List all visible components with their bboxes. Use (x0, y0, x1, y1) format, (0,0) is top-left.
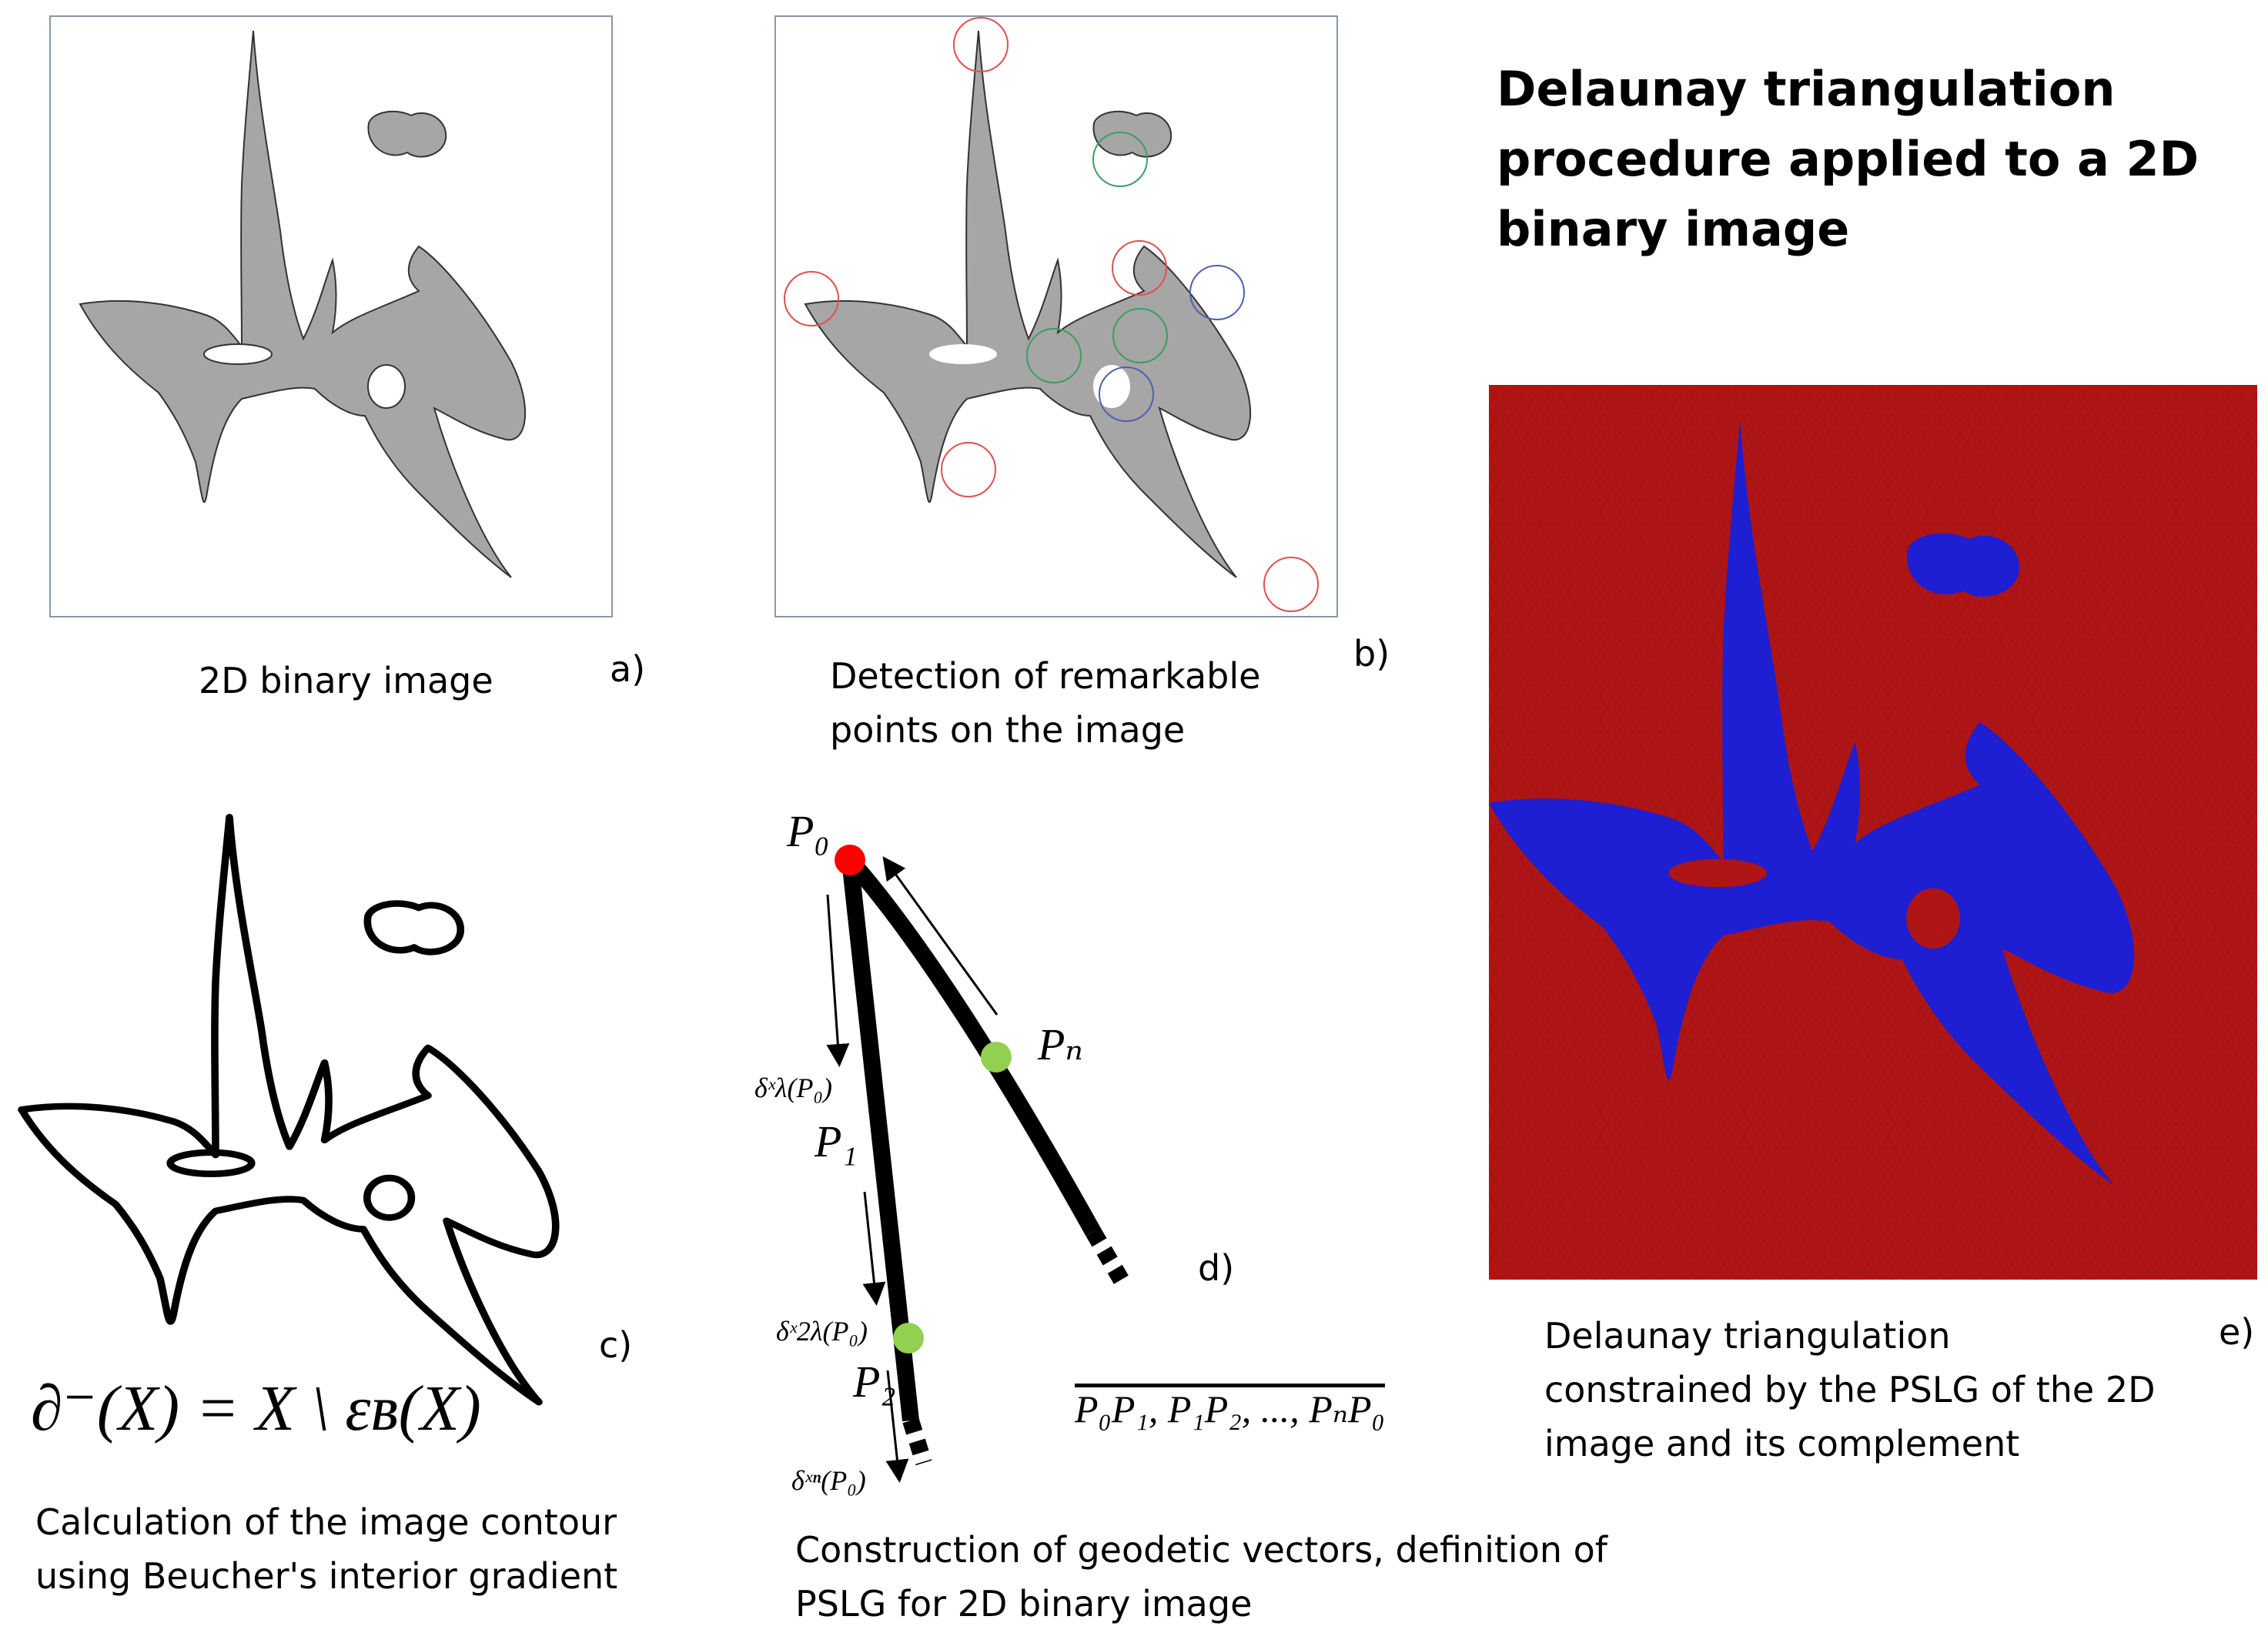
panel-c-formula: ∂⁻(X) = X \ εʙ(X) (31, 1373, 481, 1444)
remarkable-point-circle (1189, 265, 1245, 320)
panel-e-caption-line-1: Delaunay triangulation (1544, 1315, 1951, 1357)
panel-a-hole-circle (367, 364, 406, 409)
panel-b-caption-line-2: points on the image (830, 709, 1186, 751)
panel-c-circle-contour (363, 1174, 416, 1221)
panel-c-caption-line-2: using Beucher's interior gradient (35, 1555, 618, 1597)
panel-e-blob-region (1906, 533, 2020, 597)
panel-d-label: d) (1198, 1247, 1235, 1289)
remarkable-points (784, 17, 1319, 612)
panel-b-label: b) (1353, 633, 1390, 674)
panel-c-caption-line-1: Calculation of the image contour (35, 1501, 617, 1543)
panel-e-caption-line-2: constrained by the PSLG of the 2D (1544, 1369, 2156, 1410)
label-p0: P₀ (787, 806, 830, 856)
panel-c-label: c) (599, 1324, 633, 1366)
remarkable-point-circle (941, 442, 996, 497)
label-p1: P₁ (815, 1116, 858, 1166)
title-line-1: Delaunay triangulation (1497, 61, 2116, 117)
panel-e-triangulation-image (1489, 385, 2257, 1280)
title-line-2: procedure applied to a 2D (1497, 131, 2199, 187)
contour-right-branch (843, 854, 1101, 1236)
panel-d-caption-line-2: PSLG for 2D binary image (795, 1583, 1253, 1625)
panel-b-hole-circle (1093, 365, 1130, 408)
label-p2: P₂ (853, 1357, 896, 1407)
vector-arrow-2 (862, 1191, 886, 1306)
panel-a-hole-ellipse (203, 343, 273, 365)
remarkable-point-circle (1112, 240, 1167, 296)
panel-b-binary-image (784, 17, 1319, 612)
figure-title: Delaunay triangulation procedure applied… (1497, 54, 2199, 264)
panel-e-caption-line-3: image and its complement (1544, 1423, 2020, 1464)
vector-arrow-return (882, 856, 999, 1016)
panel-b-caption-line-1: Detection of remarkable (830, 655, 1261, 697)
title-line-3: binary image (1497, 201, 1850, 257)
remarkable-point-circle (953, 17, 1009, 72)
label-vector-1: δˣλ(P₀) (754, 1072, 832, 1103)
remarkable-point-circle (1092, 132, 1148, 187)
contour-right-dashes (1085, 1227, 1130, 1287)
panel-c-caption: Calculation of the image contour using B… (35, 1495, 617, 1603)
panel-e-hole-circle (1906, 888, 1960, 949)
panel-b-caption: Detection of remarkable points on the im… (830, 649, 1260, 757)
vector-arrow-n (885, 1370, 909, 1483)
panel-b-hole-ellipse (929, 344, 997, 364)
panel-e-caption: Delaunay triangulation constrained by th… (1544, 1309, 2156, 1471)
vectors-expression: P₀P₁, P₁P₂, ..., PₙP₀ (1075, 1387, 1385, 1431)
panel-a-binary-image (79, 30, 527, 578)
node-point-p2 (893, 1323, 924, 1354)
contour-left-dashes (902, 1417, 932, 1466)
label-vector-2: δˣ2λ(P₀) (776, 1316, 868, 1347)
label-pn: Pₙ (1038, 1019, 1083, 1069)
remarkable-point-circle (1026, 328, 1082, 383)
remarkable-point-circle (1263, 557, 1319, 612)
label-vector-n: δˣⁿ(P₀) (791, 1465, 866, 1496)
panel-a-label: a) (610, 648, 646, 690)
panel-e-label: e) (2219, 1311, 2255, 1353)
start-point-p0 (835, 845, 865, 875)
node-point-pn (981, 1042, 1012, 1072)
panel-d-caption: Construction of geodetic vectors, defini… (795, 1523, 1607, 1631)
remarkable-point-circle (1099, 366, 1154, 422)
vector-arrow-1 (826, 894, 850, 1067)
panel-c-ellipse-contour (166, 1149, 256, 1177)
remarkable-point-circle (784, 271, 839, 326)
panel-d-caption-line-1: Construction of geodetic vectors, defini… (795, 1529, 1607, 1571)
panel-a-caption: 2D binary image (199, 660, 493, 701)
panel-e-hole-ellipse (1668, 858, 1768, 888)
remarkable-point-circle (1112, 308, 1168, 363)
panel-c-contour-image (0, 785, 585, 1401)
